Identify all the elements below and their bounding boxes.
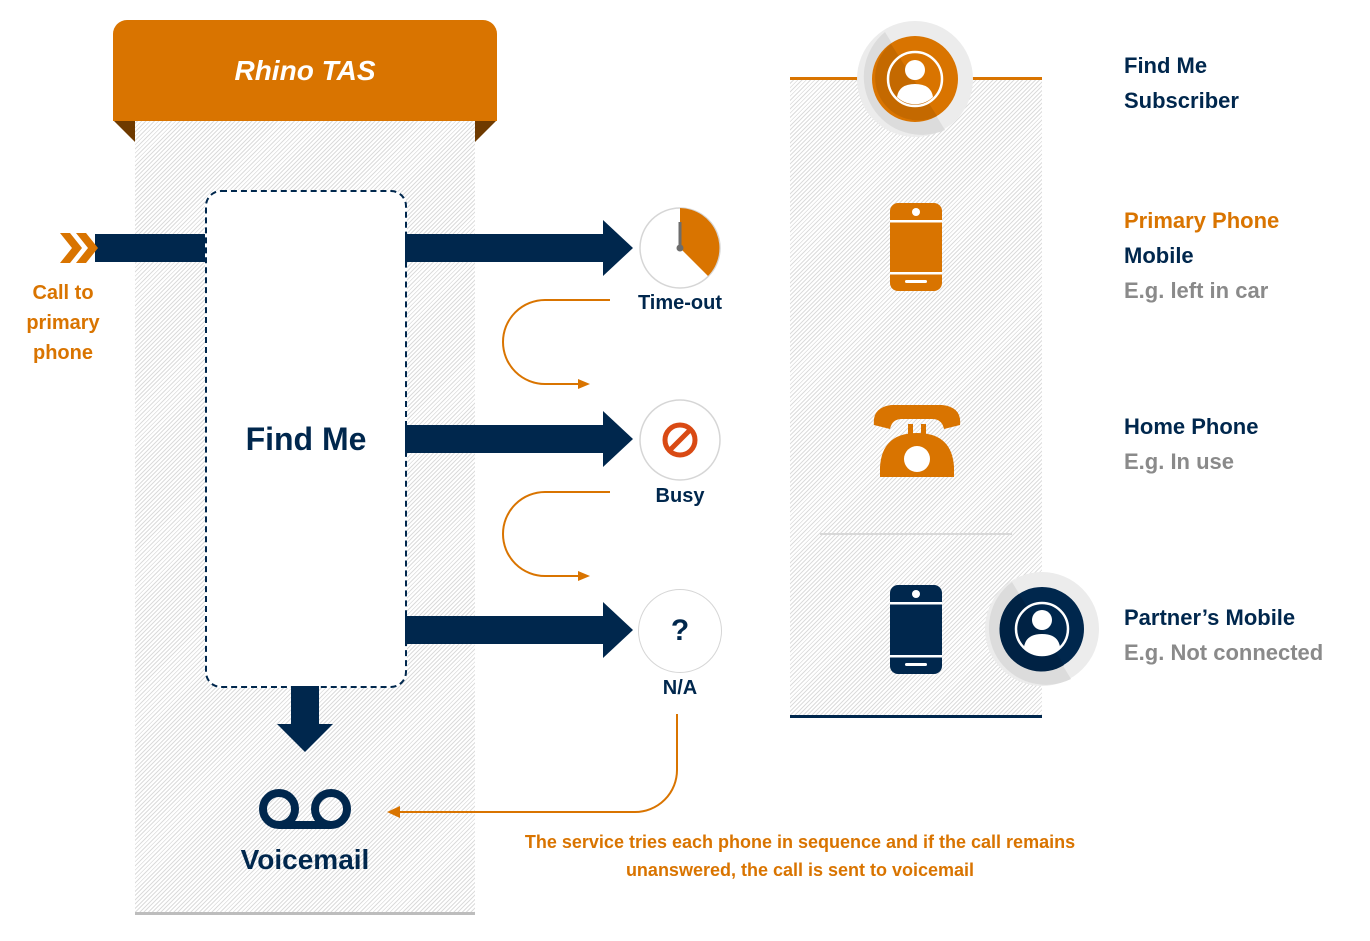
- retry-arrowhead-1: [578, 379, 590, 389]
- home-phone-label: Home Phone E.g. In use: [1124, 409, 1258, 479]
- outcome-label-na: N/A: [662, 677, 698, 699]
- timer-icon: [639, 207, 721, 289]
- primary-phone-title: Primary Phone: [1124, 208, 1280, 233]
- double-chevron-right-icon: [60, 233, 98, 263]
- find-me-box: Find Me: [205, 190, 407, 688]
- arrow-to-busy: [405, 411, 633, 467]
- outcome-busy: [638, 398, 722, 487]
- partner-divider: [820, 533, 1012, 535]
- banner-fold-left: [113, 120, 135, 142]
- partner-avatar-icon: [985, 572, 1099, 686]
- home-phone-example: E.g. In use: [1124, 449, 1235, 474]
- arrow-to-timeout: [405, 220, 633, 276]
- rotary-phone-icon: [873, 405, 961, 477]
- banner: Rhino TAS: [113, 20, 497, 121]
- banner-title: Rhino TAS: [234, 54, 376, 86]
- sequence-note: The service tries each phone in sequence…: [524, 832, 1076, 880]
- question-mark-icon: ?: [670, 614, 690, 647]
- retry-curve-timeout-to-busy: [502, 299, 610, 385]
- primary-phone-label: Primary Phone Mobile E.g. left in car: [1124, 203, 1279, 308]
- user-avatar-icon: [857, 21, 973, 137]
- partner-mobile-label: Partner’s Mobile E.g. Not connected: [1124, 600, 1323, 670]
- partner-mobile-title: Partner’s Mobile: [1124, 605, 1296, 630]
- arrow-to-na: [405, 602, 633, 658]
- partner-mobile-example: E.g. Not connected: [1124, 640, 1324, 665]
- outcome-label-busy: Busy: [655, 485, 705, 507]
- find-me-title: Find Me: [245, 420, 367, 457]
- incoming-call-arrow: [95, 234, 207, 262]
- call-to-primary-phone-label: Call to primary phone: [26, 282, 100, 364]
- voicemail-icon: [259, 789, 351, 829]
- voicemail-label: Voicemail: [240, 844, 370, 875]
- subscriber-title: Find Me Subscriber: [1124, 53, 1239, 113]
- mobile-phone-icon: [890, 585, 942, 674]
- outcome-timeout: [638, 206, 722, 295]
- arrow-to-voicemail: [277, 686, 333, 752]
- retry-curve-busy-to-na: [502, 491, 610, 577]
- retry-arrowhead-2: [578, 571, 590, 581]
- no-entry-icon: [639, 399, 721, 481]
- mobile-phone-icon: [890, 203, 942, 291]
- primary-phone-example: E.g. left in car: [1124, 278, 1269, 303]
- subscriber-bottom-line: [790, 715, 1042, 718]
- primary-phone-subtitle: Mobile: [1124, 243, 1194, 268]
- outcome-label-timeout: Time-out: [637, 292, 723, 314]
- column-bottom-border: [135, 912, 475, 915]
- banner-fold-right: [475, 120, 497, 142]
- home-phone-title: Home Phone: [1124, 414, 1259, 439]
- outcome-na: ?: [638, 589, 722, 673]
